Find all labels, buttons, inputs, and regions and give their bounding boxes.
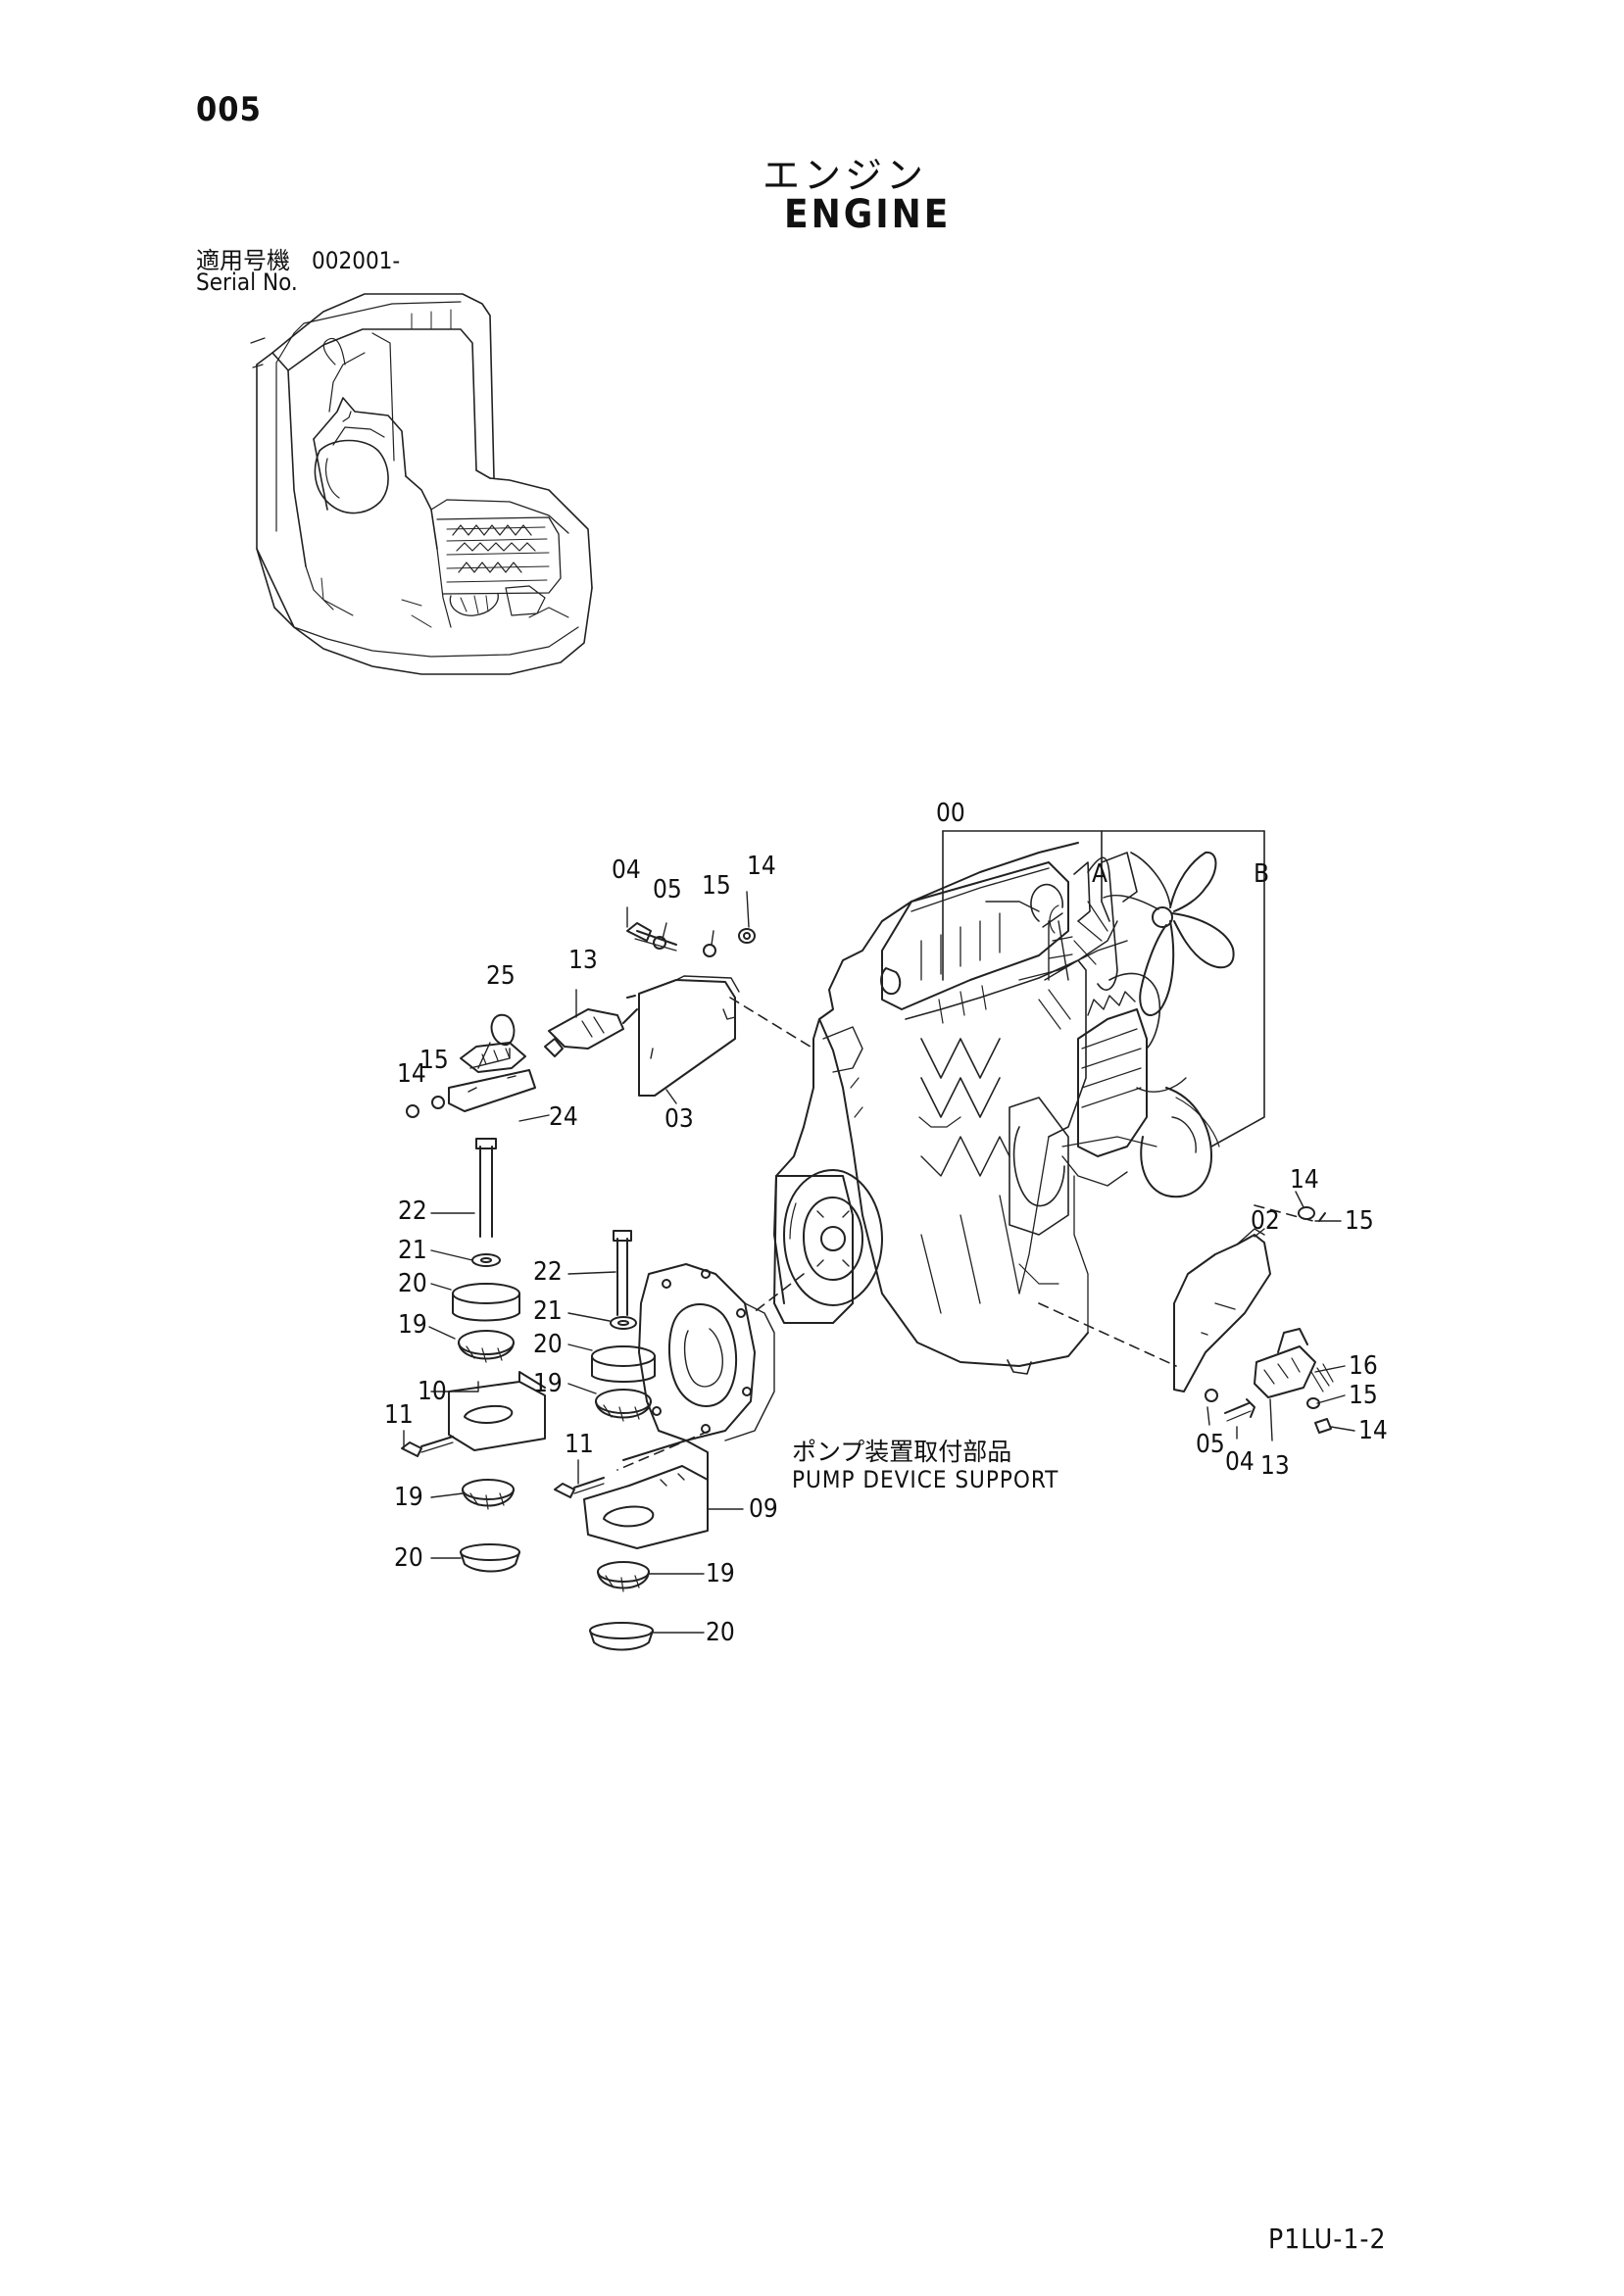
label-left-bracket-bolt: 11	[384, 1400, 414, 1430]
label-right-bracket: 02	[1251, 1206, 1280, 1236]
label-center-bracket-bolt: 11	[565, 1430, 594, 1459]
reference-lines	[942, 830, 1265, 1148]
serial-value: 002001-	[312, 247, 401, 274]
label-left-rubber-upper: 19	[398, 1310, 427, 1340]
top-bracket-assembly	[406, 922, 756, 1118]
label-left-bracket: 10	[418, 1377, 447, 1406]
label-center-stopper-lower: 20	[706, 1618, 735, 1647]
label-center-rubber-lower: 19	[706, 1559, 735, 1588]
label-bracket-top-nut: 14	[747, 852, 776, 881]
callout-labels: 00 A B 04 05 15 14 25 13 14 15 24 03 22 …	[384, 799, 1388, 1647]
label-bracket-top-lockwasher: 15	[702, 871, 731, 901]
callout-leaders	[403, 891, 1355, 1634]
page-title-japanese: エンジン	[763, 154, 928, 197]
page-code: P1LU-1-2	[1268, 2223, 1387, 2255]
label-right-nut-top: 14	[1290, 1165, 1319, 1195]
pump-device-support-label: PUMP DEVICE SUPPORT	[792, 1466, 1059, 1493]
label-center-rubber-upper: 19	[533, 1369, 563, 1398]
label-bracket-top-washer: 05	[653, 875, 682, 904]
label-a: A	[1092, 859, 1107, 889]
label-center-bracket: 09	[749, 1494, 778, 1524]
excavator-location-sketch	[250, 293, 593, 675]
serial-label: Serial No.	[196, 269, 298, 296]
label-left-rubber-lower: 19	[394, 1483, 423, 1512]
serial-applicability: 適用号機 002001-	[196, 241, 400, 275]
label-left-washer: 21	[398, 1236, 427, 1265]
page-number: 005	[196, 90, 262, 129]
serial-label-japanese: 適用号機	[196, 247, 290, 274]
label-right-bolt: 04	[1225, 1447, 1255, 1477]
label-right-spring: 16	[1349, 1351, 1378, 1381]
label-right-washer: 05	[1196, 1430, 1225, 1459]
page-title: ENGINE	[784, 192, 952, 237]
label-bracket-top-bolt: 04	[612, 855, 641, 885]
alignment-lines	[616, 997, 1314, 1471]
label-center-stopper-upper: 20	[533, 1330, 563, 1359]
label-right-lockwasher-top: 15	[1345, 1206, 1374, 1236]
label-right-lockwasher: 15	[1349, 1381, 1378, 1410]
label-mount-left-lockwasher: 15	[419, 1046, 449, 1075]
center-mount-stack	[554, 1230, 709, 1651]
left-mount-stack	[401, 1138, 546, 1573]
label-bracket-top-plate: 03	[664, 1104, 694, 1134]
right-mount-assembly	[1173, 1206, 1334, 1434]
pump-device-housing	[638, 1263, 775, 1441]
label-left-stopper-upper: 20	[398, 1269, 427, 1298]
label-center-bolt: 22	[533, 1257, 563, 1287]
label-left-bolt: 22	[398, 1197, 427, 1226]
label-mount-left-nut: 14	[397, 1059, 426, 1089]
label-right-nut: 14	[1358, 1416, 1388, 1445]
label-center-washer: 21	[533, 1296, 563, 1326]
label-mount-left-plate: 24	[549, 1102, 578, 1132]
label-b: B	[1254, 859, 1269, 889]
label-mount-top-rubber: 13	[568, 946, 598, 975]
label-right-rubber: 13	[1260, 1451, 1290, 1481]
label-mount-top-screw: 25	[486, 961, 516, 991]
engine-assembly	[773, 842, 1235, 1375]
label-left-stopper-lower: 20	[394, 1543, 423, 1573]
pump-device-support-label-japanese: ポンプ装置取付部品	[792, 1438, 1012, 1466]
label-engine: 00	[936, 799, 965, 828]
